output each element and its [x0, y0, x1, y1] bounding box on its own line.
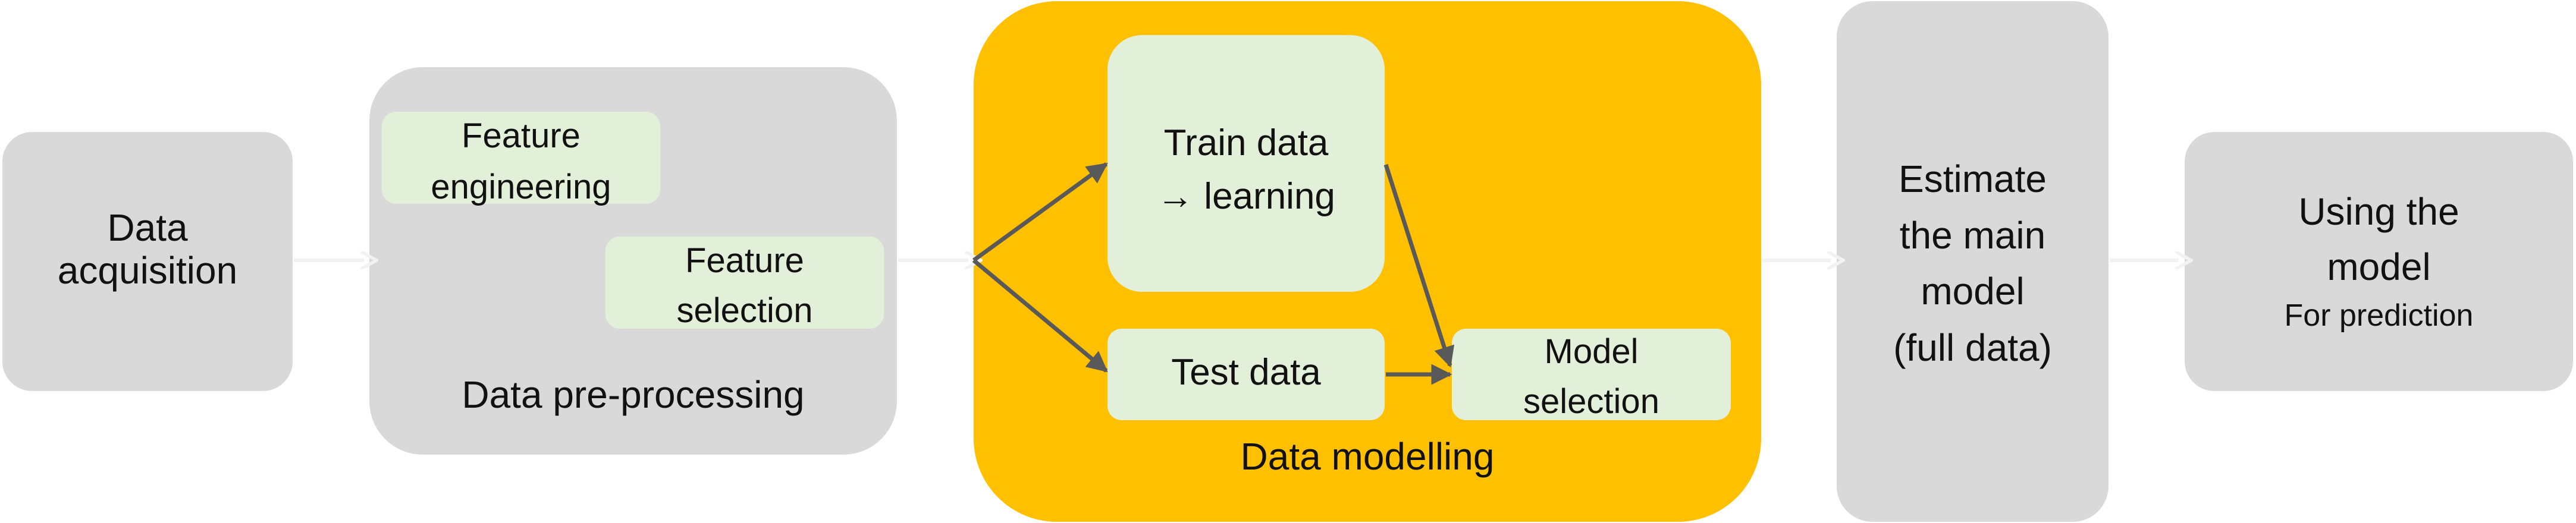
data-preprocessing-title: Data pre-processing: [462, 373, 805, 416]
split-arrow-to-train: [972, 162, 1108, 262]
estimate-model-box: [1837, 1, 2109, 522]
train-data-label: Train data → learning: [1157, 122, 1335, 217]
using-model-box: [2185, 132, 2573, 391]
model-selection-label: Model selection: [1523, 332, 1659, 421]
test-data-box: [1107, 329, 1385, 420]
feature-engineering-box: [382, 112, 660, 204]
data-acquisition-label: Data acquisition: [57, 206, 238, 292]
estimate-model-label: Estimate the main model (full data): [1893, 157, 2052, 370]
feature-selection-box: [605, 237, 884, 329]
feature-engineering-label: Feature engineering: [431, 116, 611, 206]
model-selection-box: [1452, 329, 1731, 420]
data-acquisition-box: [2, 132, 293, 391]
arrow-train-to-model-selection: [1383, 163, 1455, 368]
train-data-box: [1107, 35, 1385, 292]
split-arrow-to-test: [972, 259, 1108, 373]
data-modelling-title: Data modelling: [1240, 435, 1495, 478]
feature-selection-label: Feature selection: [676, 241, 813, 330]
test-data-label: Test data: [1171, 352, 1321, 393]
using-model-label: Using the model For prediction: [2284, 190, 2474, 333]
